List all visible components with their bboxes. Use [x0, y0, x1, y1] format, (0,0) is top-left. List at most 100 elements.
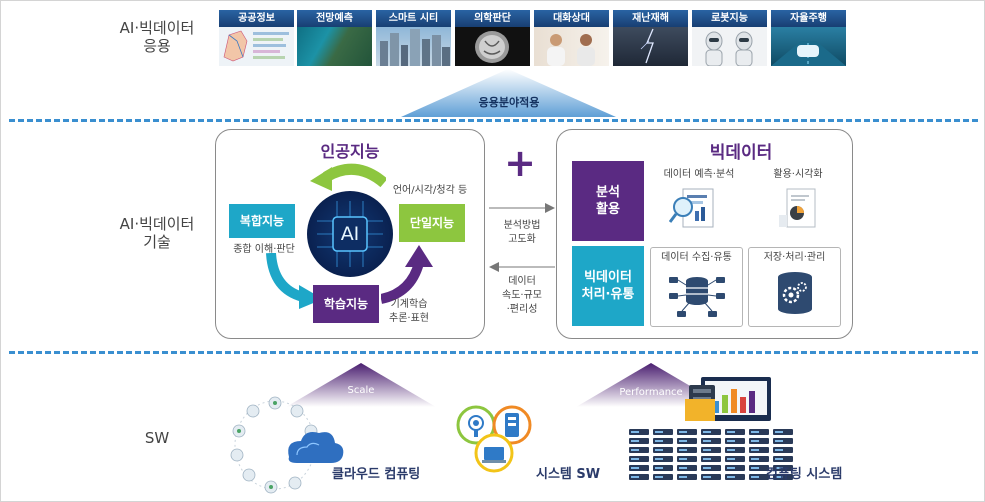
chart-report-icon	[779, 188, 816, 228]
composite-intelligence-label: 복합지능	[239, 213, 285, 228]
collect-cell	[650, 247, 743, 327]
applications-section-label: AI·빅데이터 응용	[109, 19, 205, 55]
circuit-icon	[317, 201, 383, 267]
cloud-computing-caption: 클라우드 컴퓨팅	[332, 467, 421, 482]
separator-bottom	[9, 351, 978, 354]
processing-tag: 빅데이터 처리·유통	[572, 246, 644, 326]
app-card-robot: 로봇지능	[692, 10, 767, 66]
sw-section-label: SW	[109, 429, 205, 447]
app-card-label: 의학판단	[455, 10, 530, 27]
single-intelligence-label: 단일지능	[409, 215, 455, 230]
scale-up-arrow	[286, 363, 436, 407]
lightning-image	[613, 27, 688, 66]
app-card-label: 재난재해	[613, 10, 688, 27]
server-led	[727, 440, 735, 442]
server-led	[775, 431, 783, 433]
analysis-use-label: 분석 활용	[596, 185, 620, 217]
server-led	[703, 431, 711, 433]
server-led	[631, 440, 639, 442]
app-card-medical: 의학판단	[455, 10, 530, 66]
app-card-label: 스마트 시티	[376, 10, 451, 27]
server-led	[655, 449, 663, 451]
server-led	[679, 449, 687, 451]
server-led	[631, 476, 639, 478]
arc-arrow-green	[310, 163, 386, 191]
server-led	[751, 458, 759, 460]
technology-section-label: AI·빅데이터 기술	[109, 215, 205, 251]
server-led	[679, 467, 687, 469]
arrow-to-bigdata-label: 분석방법 고도화	[503, 220, 541, 245]
analysis-use-tag: 분석 활용	[572, 161, 644, 241]
server-led	[679, 476, 687, 478]
database-gear-icon	[778, 272, 812, 314]
coast-image	[297, 27, 372, 66]
cloud-network-icon	[230, 396, 344, 494]
ai-chip-label: AI	[340, 223, 360, 245]
server-led	[727, 431, 735, 433]
server-led	[751, 476, 759, 478]
map-image	[219, 27, 294, 66]
apply-up-arrow-label: 응용분야적용	[478, 96, 540, 109]
robot-image	[692, 27, 767, 66]
app-card-forecast: 전망예측	[297, 10, 372, 66]
server-led	[727, 476, 735, 478]
store-cell-label: 저장·처리·관리	[763, 252, 826, 263]
server-led	[655, 440, 663, 442]
processing-label: 빅데이터 처리·유통	[581, 270, 635, 302]
server-led	[727, 458, 735, 460]
separator-top	[9, 119, 978, 122]
server-led	[679, 440, 687, 442]
composite-intelligence-desc: 종합 이해·판단	[233, 244, 295, 255]
server-led	[631, 449, 639, 451]
server-led	[775, 440, 783, 442]
technology-section-label-text: AI·빅데이터 기술	[119, 215, 195, 251]
server-led	[655, 467, 663, 469]
report-magnifier-icon	[669, 188, 714, 228]
server-led	[775, 467, 783, 469]
ai-chip: AI	[307, 191, 393, 277]
server-led	[775, 458, 783, 460]
app-card-autonomous-driving: 자율주행	[771, 10, 846, 66]
system-sw-caption: 시스템 SW	[536, 467, 601, 482]
server-led	[751, 449, 759, 451]
single-intelligence-desc: 언어/시각/청각 등	[392, 185, 468, 196]
server-led	[631, 467, 639, 469]
network-database-icon	[669, 277, 725, 317]
arrow-to-ai	[489, 262, 555, 272]
app-card-label: 대화상대	[534, 10, 609, 27]
single-intelligence-tag: 단일지능	[399, 204, 465, 242]
server-led	[703, 476, 711, 478]
server-led	[727, 467, 735, 469]
server-led	[703, 440, 711, 442]
bigdata-title: 빅데이터	[709, 143, 773, 163]
arc-arrow-purple	[381, 245, 433, 304]
server-led	[655, 476, 663, 478]
brain-scan-image	[455, 27, 530, 66]
conversation-image	[534, 27, 609, 66]
collect-cell-label: 데이터 수집·유통	[661, 252, 732, 263]
learning-intelligence-label: 학습지능	[323, 296, 369, 311]
plus-sign: +	[504, 141, 536, 185]
ai-title: 인공지능	[320, 142, 380, 161]
car-image	[771, 27, 846, 66]
server-led	[703, 449, 711, 451]
server-led	[703, 458, 711, 460]
arrow-to-ai-label: 데이터 속도·규모 ·편리성	[502, 276, 542, 315]
arrow-to-bigdata	[489, 203, 555, 213]
sw-section-label-text: SW	[144, 429, 170, 447]
server-led	[703, 467, 711, 469]
server-led	[775, 476, 783, 478]
server-led	[655, 458, 663, 460]
app-card-conversation: 대화상대	[534, 10, 609, 66]
apply-up-arrow	[401, 69, 616, 117]
app-card-smart-city: 스마트 시티	[376, 10, 451, 66]
server-led	[655, 431, 663, 433]
performance-up-arrow	[576, 363, 726, 407]
scale-label: Scale	[347, 385, 375, 396]
server-led	[679, 458, 687, 460]
applications-section-label-text: AI·빅데이터 응용	[119, 19, 195, 55]
server-led	[751, 440, 759, 442]
server-rack-icon	[629, 377, 793, 480]
server-led	[727, 449, 735, 451]
